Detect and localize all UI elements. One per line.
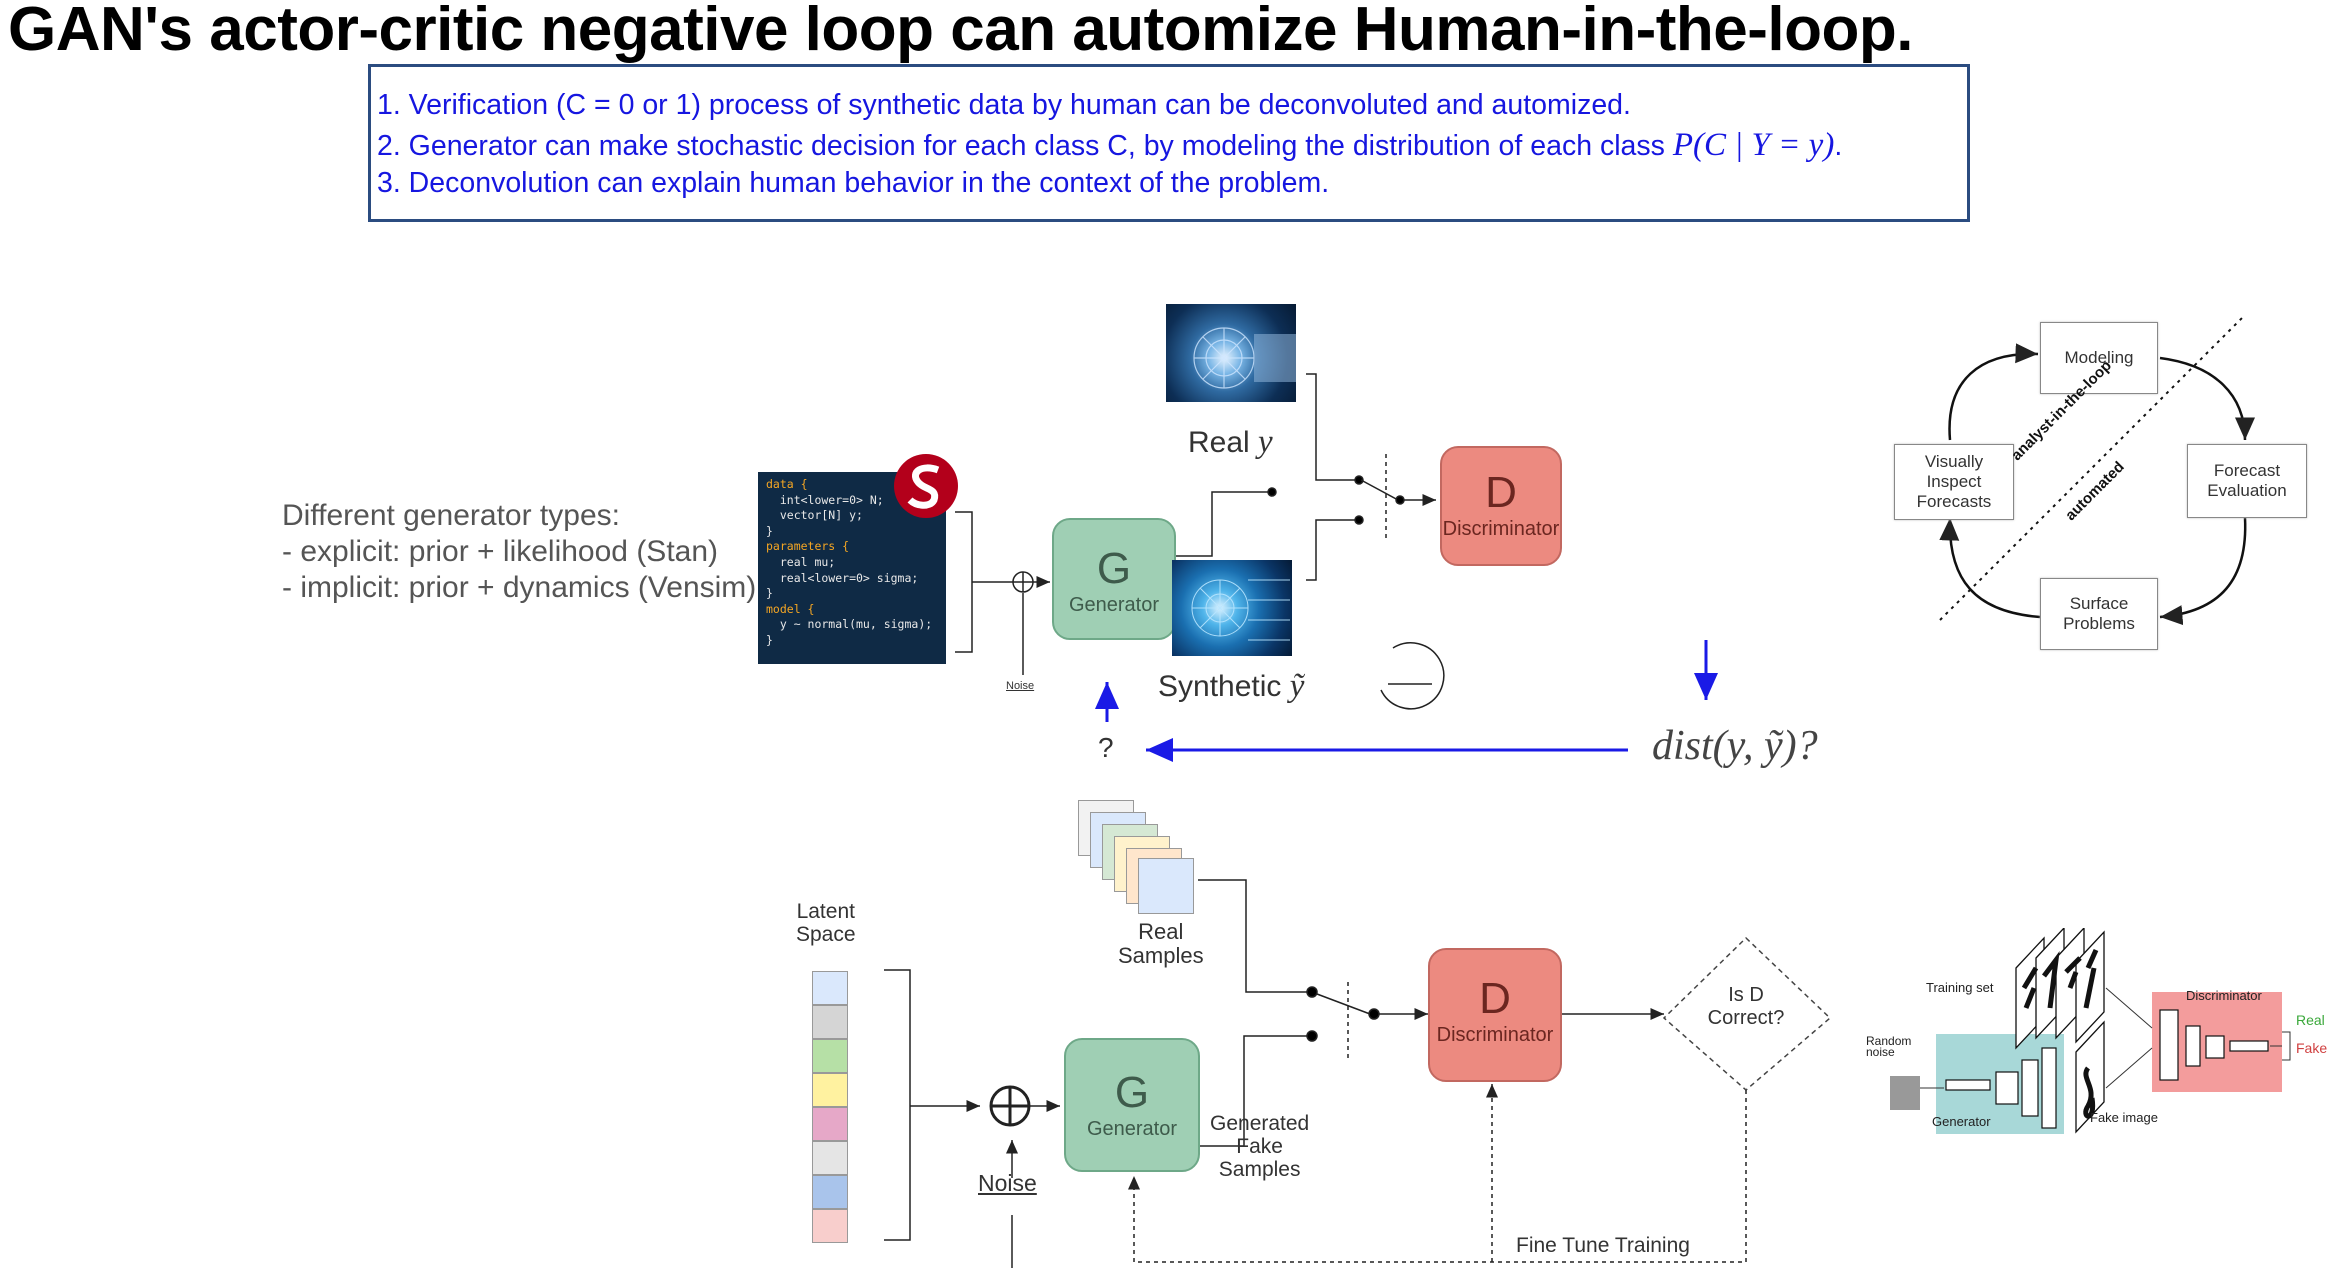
is-d-correct-label: Is D Correct? <box>1707 984 1785 1029</box>
fine-tune-label: Fine Tune Training <box>1516 1234 1690 1257</box>
note-line-2-end: . <box>1834 130 1843 162</box>
cycle-surface-problems: Surface Problems <box>2040 578 2158 650</box>
bottom-discriminator-letter: D <box>1479 974 1511 1023</box>
synthetic-turbine-image <box>1172 560 1292 656</box>
real-label: Real y <box>1188 424 1273 461</box>
real-symbol: y <box>1258 424 1273 460</box>
mini-fake-image: Fake image <box>2090 1110 2158 1125</box>
cycle-modeling: Modeling <box>2040 322 2158 394</box>
code-line: } <box>766 523 773 538</box>
real-label-text: Real <box>1188 426 1250 459</box>
cycle-forecast-evaluation: Forecast Evaluation <box>2187 444 2307 518</box>
stan-code-panel: data { int<lower=0> N; vector[N] y; } pa… <box>758 472 946 664</box>
generator-types-explicit: - explicit: prior + likelihood (Stan) <box>282 535 719 568</box>
latent-cell <box>812 1141 848 1175</box>
top-generator-label: Generator <box>1068 594 1160 616</box>
code-line: } <box>766 586 773 601</box>
top-discriminator-box: D Discriminator <box>1440 446 1562 566</box>
generator-types-heading: Different generator types: <box>282 499 620 532</box>
mini-discriminator: Discriminator <box>2186 988 2262 1003</box>
synthetic-symbol: ỹ <box>1289 668 1305 704</box>
mini-gan-diagram <box>1890 928 2291 1134</box>
bottom-discriminator-label: Discriminator <box>1436 1024 1554 1046</box>
top-noise-label: Noise <box>1006 680 1035 692</box>
mini-generator: Generator <box>1932 1114 1991 1129</box>
bottom-discriminator-box: D Discriminator <box>1428 948 1562 1082</box>
code-line: y ~ normal(mu, sigma); <box>766 617 933 632</box>
mini-fake: Fake <box>2296 1040 2328 1056</box>
latent-cell <box>812 1039 848 1073</box>
code-line: vector[N] y; <box>766 508 863 523</box>
distance-expression: dist(y, ỹ)? <box>1652 723 1818 769</box>
mini-random-noise: Random noise <box>1866 1034 1912 1059</box>
code-line: parameters { <box>766 539 850 554</box>
code-line: data { <box>766 477 808 491</box>
bottom-generator-box: G Generator <box>1064 1038 1200 1172</box>
real-samples-label: Real Samples <box>1118 919 1204 968</box>
question-mark: ? <box>1098 732 1114 763</box>
note-line-3: 3. Deconvolution can explain human behav… <box>377 167 1330 199</box>
mini-training-set: Training set <box>1926 980 1994 995</box>
latent-cell <box>812 1073 848 1107</box>
code-line: real mu; <box>766 554 836 569</box>
stan-logo-icon <box>894 454 958 518</box>
latent-cell <box>812 1005 848 1039</box>
top-discriminator-label: Discriminator <box>1442 518 1560 540</box>
generator-types: Different generator types: - explicit: p… <box>282 498 756 606</box>
code-line: } <box>766 632 773 647</box>
code-line: int<lower=0> N; <box>766 492 884 507</box>
note-line-2-text: 2. Generator can make stochastic decisio… <box>377 130 1673 162</box>
code-line: real<lower=0> sigma; <box>766 570 919 585</box>
bottom-generator-letter: G <box>1114 1068 1150 1117</box>
fake-samples-label: Generated Fake Samples <box>1210 1112 1310 1181</box>
generator-types-implicit: - implicit: prior + dynamics (Vensim) <box>282 571 757 604</box>
latent-cell <box>812 1209 848 1243</box>
top-generator-box: G Generator <box>1052 518 1176 640</box>
bottom-noise-label: Noise <box>978 1170 1037 1196</box>
real-turbine-image <box>1166 304 1296 402</box>
slide-title: GAN's actor-critic negative loop can aut… <box>8 0 1913 64</box>
note-line-1: 1. Verification (C = 0 or 1) process of … <box>377 89 1631 121</box>
latent-cell <box>812 971 848 1005</box>
note-line-2: 2. Generator can make stochastic decisio… <box>377 127 1842 164</box>
bottom-generator-label: Generator <box>1086 1118 1178 1140</box>
latent-cell <box>812 1175 848 1209</box>
mini-real: Real <box>2296 1012 2325 1028</box>
code-line: model { <box>766 601 815 616</box>
latent-space-label: Latent Space <box>796 900 856 946</box>
top-discriminator-letter: D <box>1485 468 1517 517</box>
synthetic-label: Synthetic ỹ <box>1158 668 1304 705</box>
synthetic-label-text: Synthetic <box>1158 670 1282 703</box>
top-generator-letter: G <box>1096 544 1132 593</box>
note-line-2-math: P(C | Y = y) <box>1672 127 1835 163</box>
sample-card <box>1138 858 1194 914</box>
latent-cell <box>812 1107 848 1141</box>
cycle-visually-inspect: Visually Inspect Forecasts <box>1894 444 2014 520</box>
notes-box: 1. Verification (C = 0 or 1) process of … <box>368 64 1970 222</box>
